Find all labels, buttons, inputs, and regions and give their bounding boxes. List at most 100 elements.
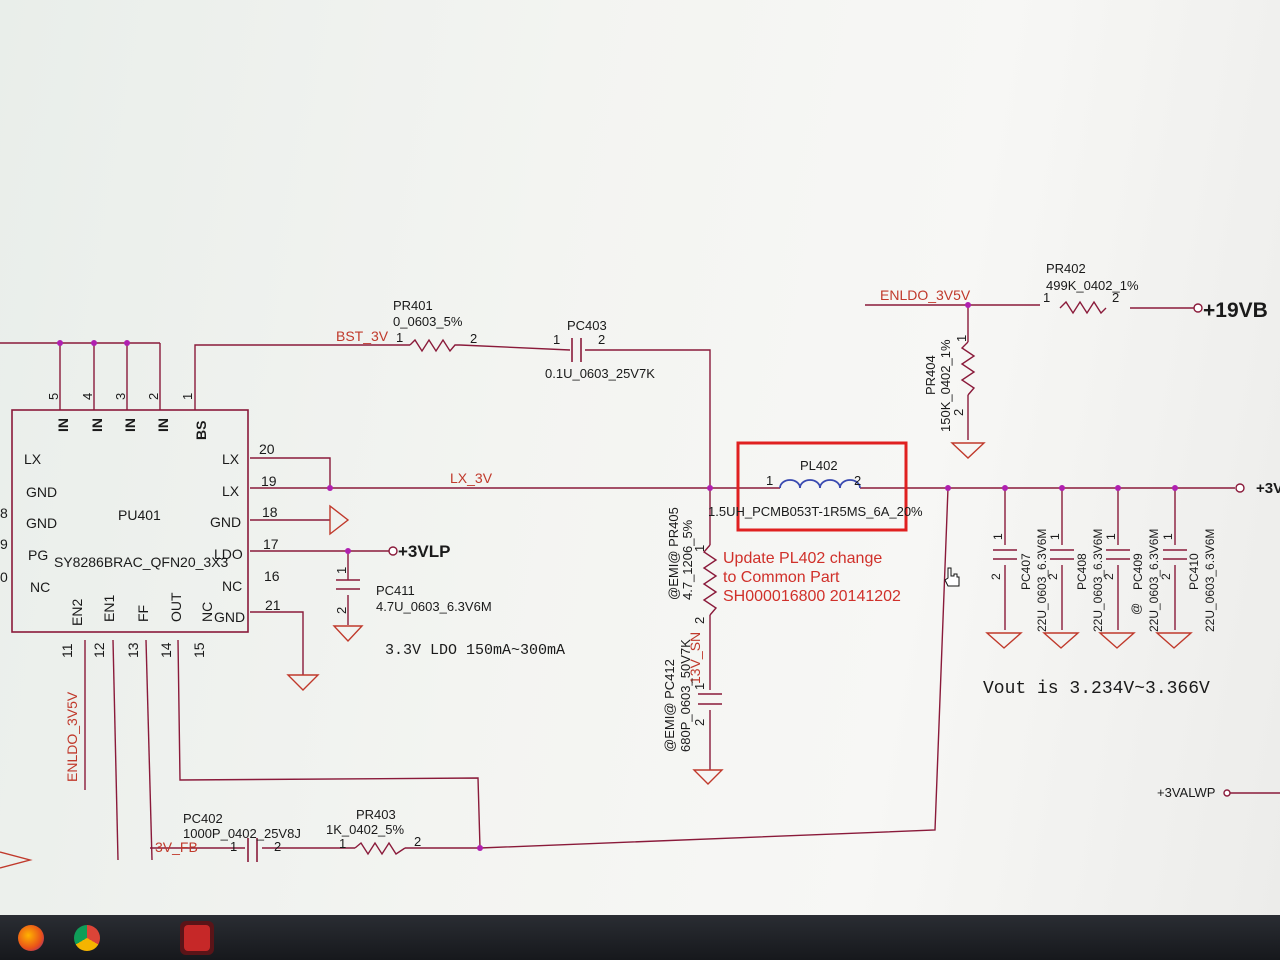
gnd-symbol-pc409 bbox=[1098, 632, 1136, 649]
gnd-symbol-pc408 bbox=[1042, 632, 1080, 649]
ic-pin-name: GND bbox=[26, 484, 57, 500]
pc407-pin2: 2 bbox=[989, 573, 1003, 580]
pr401-pin2: 2 bbox=[470, 331, 477, 346]
gnd-symbol-pc410 bbox=[1155, 632, 1193, 649]
hand-cursor-icon bbox=[944, 567, 960, 587]
pc408-ref: PC408 bbox=[1075, 553, 1089, 590]
pc403-pin1: 1 bbox=[553, 332, 560, 347]
wire-bst bbox=[194, 344, 410, 410]
pc412-pin2: 2 bbox=[692, 719, 707, 726]
net-label-enldo-left: ENLDO_3V5V bbox=[64, 691, 80, 782]
update-note-line3: SH000016800 20141202 bbox=[723, 588, 901, 605]
pr405-symbol bbox=[702, 544, 718, 616]
ic-pin-name: NC bbox=[30, 579, 50, 595]
pc408-pin2: 2 bbox=[1046, 573, 1060, 580]
ic-top-pin-number: 4 bbox=[80, 393, 95, 400]
ic-top-pin-numbers: 5 4 3 2 1 bbox=[46, 393, 195, 400]
ic-pin-number: 8 bbox=[0, 505, 8, 521]
ic-pin-number: 16 bbox=[264, 568, 280, 584]
ic-top-pin-number: 5 bbox=[46, 393, 61, 400]
firefox-icon[interactable] bbox=[14, 921, 48, 955]
pr403-pin1: 1 bbox=[339, 836, 346, 851]
pc403-value: 0.1U_0603_25V7K bbox=[545, 366, 655, 381]
pl402-symbol bbox=[779, 479, 861, 489]
resistor-symbols bbox=[354, 300, 1107, 856]
pc409-prefix: @ bbox=[1129, 603, 1143, 615]
pr401-ref: PR401 bbox=[393, 298, 433, 313]
pc402-ref: PC402 bbox=[183, 811, 223, 826]
pc411-value: 4.7U_0603_6.3V6M bbox=[376, 599, 492, 614]
ic-top-pin-number: 2 bbox=[146, 393, 161, 400]
pc402-pin2: 2 bbox=[274, 839, 281, 854]
pr404-symbol bbox=[960, 341, 976, 396]
pc410-value: 22U_0603_6.3V6M bbox=[1203, 529, 1217, 632]
pr404-pin1: 1 bbox=[954, 335, 969, 342]
pc407-ref: PC407 bbox=[1019, 553, 1033, 590]
pc411-ref: PC411 bbox=[376, 583, 415, 598]
pr401-pin1: 1 bbox=[396, 330, 403, 345]
chrome-icon[interactable] bbox=[70, 921, 104, 955]
gnd-symbol-pc412 bbox=[692, 769, 724, 785]
pc412-value: 680P_0603_50V7K bbox=[678, 639, 693, 752]
pr405-pin1: 1 bbox=[692, 545, 707, 552]
pr405-pin2: 2 bbox=[692, 617, 707, 624]
ic-pin-name: LX bbox=[24, 451, 42, 467]
ic-pin-name: IN bbox=[122, 418, 138, 432]
power-label-3v: +3V bbox=[1256, 480, 1280, 497]
ic-pin-number: 21 bbox=[265, 597, 281, 613]
ic-body bbox=[11, 409, 249, 633]
taskbar bbox=[0, 915, 1280, 960]
pl402-pin2: 2 bbox=[854, 473, 861, 488]
ic-pin-name: GND bbox=[214, 609, 245, 625]
ic-pin-number: 17 bbox=[263, 536, 279, 552]
ic-pin-name: PG bbox=[28, 547, 48, 563]
ic-top-pin-names: IN IN IN IN BS bbox=[55, 418, 209, 440]
pc407-value: 22U_0603_6.3V6M bbox=[1035, 529, 1049, 632]
ic-pin-number: 15 bbox=[191, 642, 207, 658]
vout-note: Vout is 3.234V~3.366V bbox=[983, 679, 1210, 699]
ic-right-pins: LX LX GND LDO NC GND 20 19 18 17 16 21 bbox=[210, 441, 281, 625]
ic-pin-name: EN2 bbox=[69, 599, 85, 626]
pc409-value: 22U_0603_6.3V6M bbox=[1147, 529, 1161, 632]
offpage-arrow bbox=[0, 851, 33, 869]
ic-pin-name: LX bbox=[222, 483, 240, 499]
pr401-value: 0_0603_5% bbox=[393, 314, 463, 329]
gnd-symbol-pin18 bbox=[329, 504, 350, 536]
ic-pin-number: 12 bbox=[91, 642, 107, 658]
pc410-pin2: 2 bbox=[1159, 573, 1173, 580]
ic-part-number: SY8286BRAC_QFN20_3X3 bbox=[54, 554, 229, 570]
net-label-sn: 13V_SN bbox=[687, 632, 703, 684]
output-cap-labels: 1 2 PC407 22U_0603_6.3V6M 1 2 PC408 22U_… bbox=[989, 529, 1217, 632]
net-label-lx: LX_3V bbox=[450, 470, 493, 486]
ic-pin-name: FF bbox=[135, 605, 151, 622]
ic-pin-number: 9 bbox=[0, 536, 8, 552]
ic-pin-name: IN bbox=[89, 418, 105, 432]
pc410-ref: PC410 bbox=[1187, 553, 1201, 590]
ic-pin-number: 19 bbox=[261, 473, 277, 489]
ic-pin-number: 18 bbox=[262, 504, 278, 520]
pdf-reader-icon[interactable] bbox=[180, 921, 214, 955]
pc407-pin1: 1 bbox=[991, 533, 1005, 540]
gnd-symbol-pc411 bbox=[332, 625, 364, 643]
schematic-canvas: 5 4 3 2 1 IN IN IN IN BS LX GND GND PG N… bbox=[0, 261, 1280, 869]
ic-pin-name: LX bbox=[222, 451, 240, 467]
ic-pin-name: NC bbox=[199, 602, 215, 622]
ic-pin-name: IN bbox=[155, 418, 171, 432]
pc409-ref: PC409 bbox=[1131, 553, 1145, 590]
ic-pin-number: 14 bbox=[158, 642, 174, 658]
ic-pin-name: OUT bbox=[168, 592, 184, 622]
ic-ref: PU401 bbox=[118, 507, 161, 523]
pc410-pin1: 1 bbox=[1161, 533, 1175, 540]
net-label-bst: BST_3V bbox=[336, 328, 389, 344]
pc402-pin1: 1 bbox=[230, 839, 237, 854]
pr405-value: 4.7_1206_5% bbox=[680, 519, 695, 600]
pr402-symbol bbox=[1059, 300, 1107, 315]
ic-top-pin-number: 3 bbox=[113, 393, 128, 400]
pr401-symbol bbox=[409, 338, 460, 353]
pr404-pin2: 2 bbox=[951, 409, 966, 416]
pr404-value: 150K_0402_1% bbox=[938, 339, 953, 432]
ic-pin-name: BS bbox=[193, 421, 209, 440]
ic-pin-name: IN bbox=[55, 418, 71, 432]
capacitor-symbols bbox=[247, 338, 1187, 862]
